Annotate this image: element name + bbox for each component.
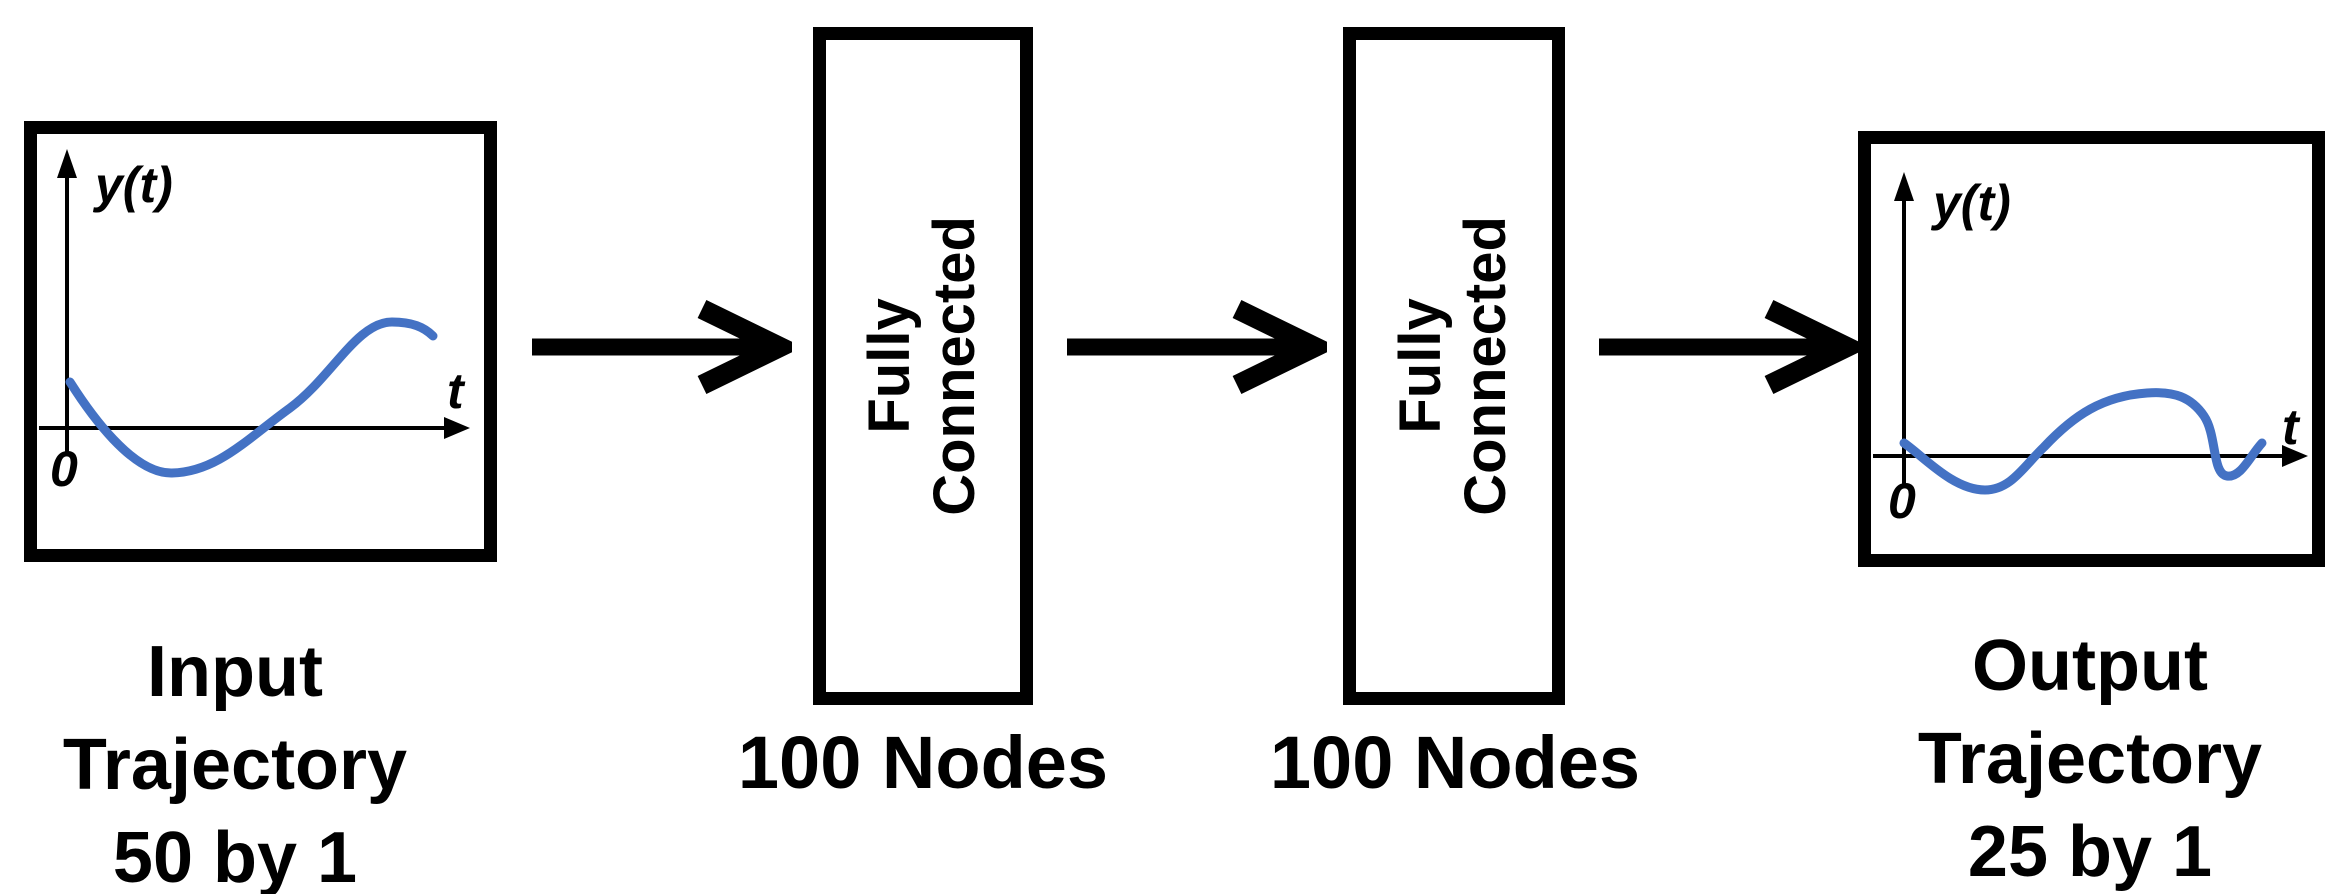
flow-arrow <box>1599 300 1859 394</box>
caption-line: Output <box>1972 626 2208 706</box>
fully-connected-label: Fully Connected <box>857 216 988 516</box>
input-trajectory-plot: y(t) t 0 <box>39 149 470 497</box>
input-trajectory-box: y(t) t 0 <box>24 121 497 562</box>
caption-line: Trajectory <box>1917 719 2263 799</box>
input-trajectory-curve <box>65 317 438 478</box>
y-axis-arrowhead-icon <box>57 149 77 178</box>
arrow-head-icon <box>697 300 792 394</box>
fully-connected-layer-2: Fully Connected <box>1343 27 1565 705</box>
origin-label: 0 <box>1888 473 1916 529</box>
fc-label-line2: Connected <box>1453 216 1518 516</box>
arrow-head-icon <box>1764 300 1859 394</box>
flow-arrow <box>532 300 792 394</box>
caption-line: Trajectory <box>62 725 408 805</box>
layer1-nodes-caption: 100 Nodes <box>737 721 1109 804</box>
flow-arrow <box>1067 300 1327 394</box>
output-trajectory-box: y(t) t 0 <box>1858 131 2325 567</box>
caption-line: 25 by 1 <box>1967 812 2213 892</box>
arrow-head-icon <box>1232 300 1327 394</box>
output-trajectory-caption: Output Trajectory 25 by 1 <box>1840 620 2340 894</box>
x-axis-arrowhead-icon <box>2282 445 2308 467</box>
layer2-nodes-caption: 100 Nodes <box>1269 721 1641 804</box>
fully-connected-layer-1: Fully Connected <box>813 27 1033 705</box>
x-axis-label: t <box>2282 399 2301 455</box>
caption-line: 50 by 1 <box>112 818 358 894</box>
output-trajectory-curve <box>1899 388 2267 495</box>
y-axis-label: y(t) <box>92 157 173 213</box>
fc-label-line2: Connected <box>922 216 987 516</box>
fc-label-line1: Fully <box>857 298 923 434</box>
fc-label-line1: Fully <box>1388 298 1454 434</box>
y-axis-arrowhead-icon <box>1894 172 1914 201</box>
fully-connected-label: Fully Connected <box>1388 216 1519 516</box>
x-axis-label: t <box>447 363 466 419</box>
input-trajectory-caption: Input Trajectory 50 by 1 <box>0 626 485 894</box>
origin-label: 0 <box>50 441 78 497</box>
output-trajectory-plot: y(t) t 0 <box>1873 172 2308 529</box>
caption-line: Input <box>147 632 323 712</box>
y-axis-label: y(t) <box>1930 175 2011 231</box>
x-axis-arrowhead-icon <box>444 417 470 439</box>
